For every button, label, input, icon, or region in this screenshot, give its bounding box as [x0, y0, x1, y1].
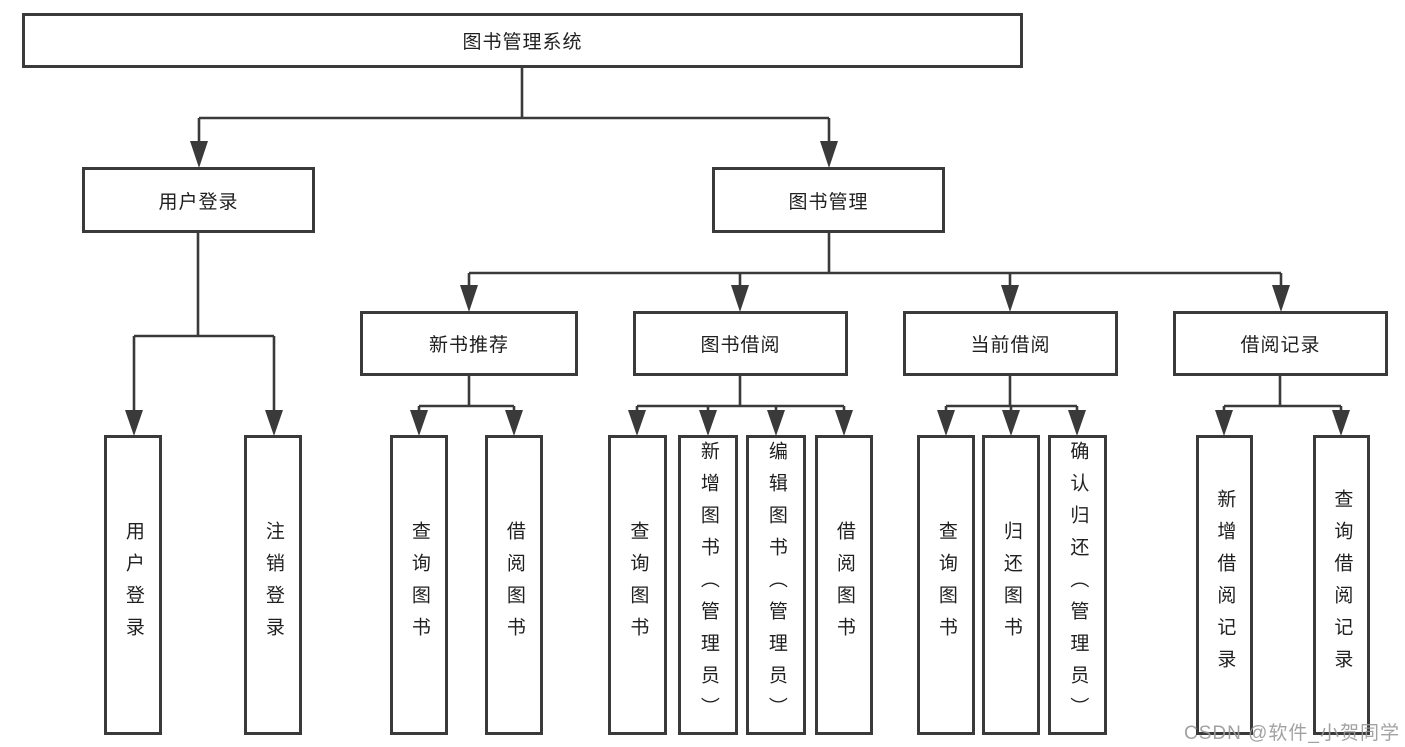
node-leaf-borrow-books-borrow: 借阅图书 [815, 435, 873, 735]
node-leaf-edit-books-admin: 编辑图书（管理员） [746, 435, 806, 735]
node-label: 借阅图书 [833, 521, 855, 649]
node-leaf-borrow-books-recommend: 借阅图书 [485, 435, 543, 735]
node-leaf-user-login: 用户登录 [104, 435, 162, 735]
node-label: 借阅记录 [1240, 335, 1321, 356]
node-label: 查询图书 [627, 521, 649, 649]
node-label: 确认归还（管理员） [1067, 441, 1089, 729]
node-new-book-recommend: 新书推荐 [360, 311, 578, 376]
node-label: 借阅图书 [503, 521, 525, 649]
node-leaf-query-books-recommend: 查询图书 [390, 435, 448, 735]
arrowheads [125, 141, 1350, 436]
node-leaf-query-books-current: 查询图书 [917, 435, 975, 735]
node-leaf-confirm-return-admin: 确认归还（管理员） [1048, 435, 1107, 735]
node-label: 新书推荐 [428, 335, 509, 356]
node-label: 归还图书 [1000, 521, 1022, 649]
node-leaf-add-books-admin: 新增图书（管理员） [678, 435, 738, 735]
node-label: 新增图书（管理员） [697, 441, 719, 729]
node-leaf-logout: 注销登录 [244, 435, 302, 735]
node-label: 用户登录 [158, 191, 239, 213]
node-label: 用户登录 [122, 521, 144, 649]
node-leaf-return-books: 归还图书 [982, 435, 1040, 735]
node-leaf-add-borrow-record: 新增借阅记录 [1196, 435, 1253, 735]
node-label: 图书借阅 [700, 335, 781, 356]
node-label: 新增借阅记录 [1214, 489, 1236, 681]
node-label: 查询借阅记录 [1331, 489, 1353, 681]
node-leaf-query-books-borrow: 查询图书 [608, 435, 667, 735]
node-label: 查询图书 [935, 521, 957, 649]
node-book-management: 图书管理 [712, 167, 945, 233]
node-user-login: 用户登录 [82, 167, 315, 233]
node-label: 图书管理 [788, 191, 869, 213]
watermark-text: CSDN @软件_小贺同学 [1184, 723, 1400, 744]
node-borrowing-records: 借阅记录 [1173, 311, 1388, 376]
node-label: 编辑图书（管理员） [765, 441, 787, 729]
node-book-borrowing: 图书借阅 [633, 311, 848, 376]
node-label: 当前借阅 [970, 335, 1051, 356]
node-label: 注销登录 [262, 521, 284, 649]
node-label: 图书管理系统 [462, 32, 583, 53]
node-leaf-query-borrow-record: 查询借阅记录 [1313, 435, 1370, 735]
node-root-library-system: 图书管理系统 [22, 13, 1023, 68]
node-label: 查询图书 [408, 521, 430, 649]
node-current-borrowing: 当前借阅 [903, 311, 1118, 376]
